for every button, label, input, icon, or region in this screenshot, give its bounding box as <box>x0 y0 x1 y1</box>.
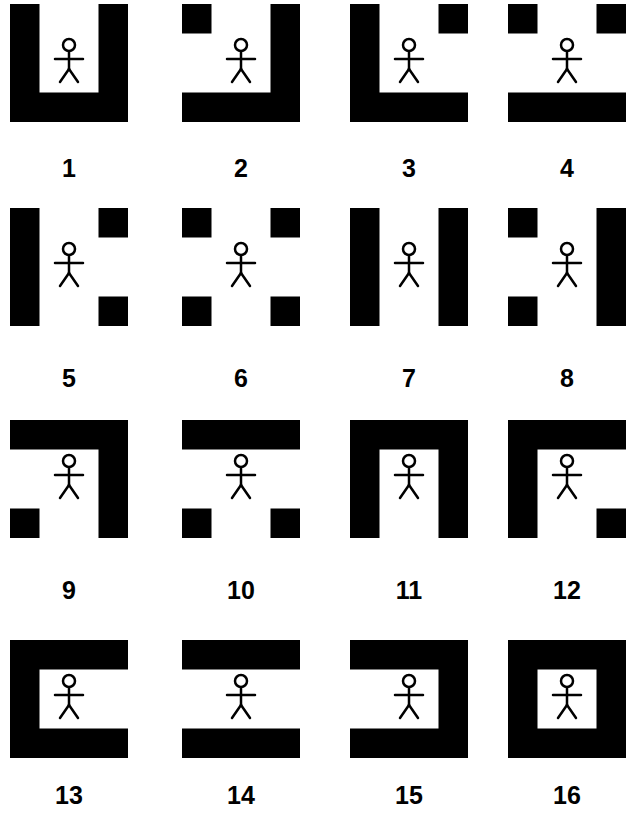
panel-number: 6 <box>234 364 248 393</box>
room-panel <box>508 420 626 538</box>
panel-number: 15 <box>395 781 423 810</box>
stick-figure <box>395 243 423 286</box>
wall-block <box>508 93 626 123</box>
wall-block <box>182 420 300 450</box>
wall-block <box>508 420 538 538</box>
wall-block <box>597 509 627 539</box>
wall-block <box>99 420 129 538</box>
wall-block <box>439 4 469 34</box>
stick-figure <box>55 39 83 82</box>
panel-number: 1 <box>62 154 76 183</box>
wall-block <box>508 640 538 758</box>
wall-block <box>271 208 301 238</box>
panel-number: 4 <box>560 154 574 183</box>
room-panel <box>350 4 468 122</box>
room-panel <box>182 4 300 122</box>
stick-figure <box>227 675 255 718</box>
wall-block <box>10 93 128 123</box>
wall-block <box>508 4 538 34</box>
wall-block <box>350 208 380 326</box>
room-panel <box>10 208 128 326</box>
stick-figure <box>395 675 423 718</box>
room-panel <box>350 420 468 538</box>
wall-block <box>99 208 129 238</box>
wall-block <box>271 509 301 539</box>
room-panel <box>350 640 468 758</box>
stick-figure <box>553 675 581 718</box>
wall-block <box>10 509 40 539</box>
wall-block <box>99 297 129 327</box>
wall-block <box>350 93 468 123</box>
room-panel <box>182 208 300 326</box>
wall-block <box>182 208 212 238</box>
stick-figure <box>55 675 83 718</box>
panel-number: 10 <box>227 576 255 605</box>
wall-block <box>182 640 300 670</box>
wall-block <box>182 509 212 539</box>
wall-block <box>597 640 627 758</box>
stick-figure <box>55 455 83 498</box>
room-panel <box>10 420 128 538</box>
stick-figure <box>227 39 255 82</box>
wall-block <box>271 297 301 327</box>
panel-number: 12 <box>553 576 581 605</box>
panel-number: 13 <box>55 781 83 810</box>
wall-block <box>508 297 538 327</box>
wall-block <box>597 4 627 34</box>
panel-number: 8 <box>560 364 574 393</box>
wall-block <box>182 729 300 759</box>
wall-block <box>439 420 469 538</box>
room-panel <box>10 640 128 758</box>
stick-figure <box>553 455 581 498</box>
wall-block <box>508 208 538 238</box>
stick-figure <box>55 243 83 286</box>
panel-number: 16 <box>553 781 581 810</box>
wall-block <box>10 208 40 326</box>
room-panel <box>508 640 626 758</box>
wall-block <box>10 729 128 759</box>
panel-number: 7 <box>402 364 416 393</box>
wall-block <box>182 4 212 34</box>
stick-figure <box>227 455 255 498</box>
wall-block <box>597 208 627 326</box>
room-panel <box>182 640 300 758</box>
panel-number: 11 <box>396 576 422 605</box>
room-panel <box>182 420 300 538</box>
wall-block <box>350 729 468 759</box>
stick-figure <box>227 243 255 286</box>
room-panel <box>508 208 626 326</box>
wall-block <box>182 93 300 123</box>
stick-figure <box>553 39 581 82</box>
room-panel <box>508 4 626 122</box>
wall-block <box>350 420 380 538</box>
wall-block <box>439 208 469 326</box>
panel-number: 9 <box>62 576 76 605</box>
panel-number: 3 <box>402 154 416 183</box>
panel-number: 5 <box>62 364 76 393</box>
panel-number: 2 <box>234 154 248 183</box>
stick-figure <box>395 455 423 498</box>
stick-figure <box>553 243 581 286</box>
stick-figure <box>395 39 423 82</box>
room-panel <box>350 208 468 326</box>
room-panel <box>10 4 128 122</box>
panel-number: 14 <box>227 781 255 810</box>
wall-block <box>182 297 212 327</box>
